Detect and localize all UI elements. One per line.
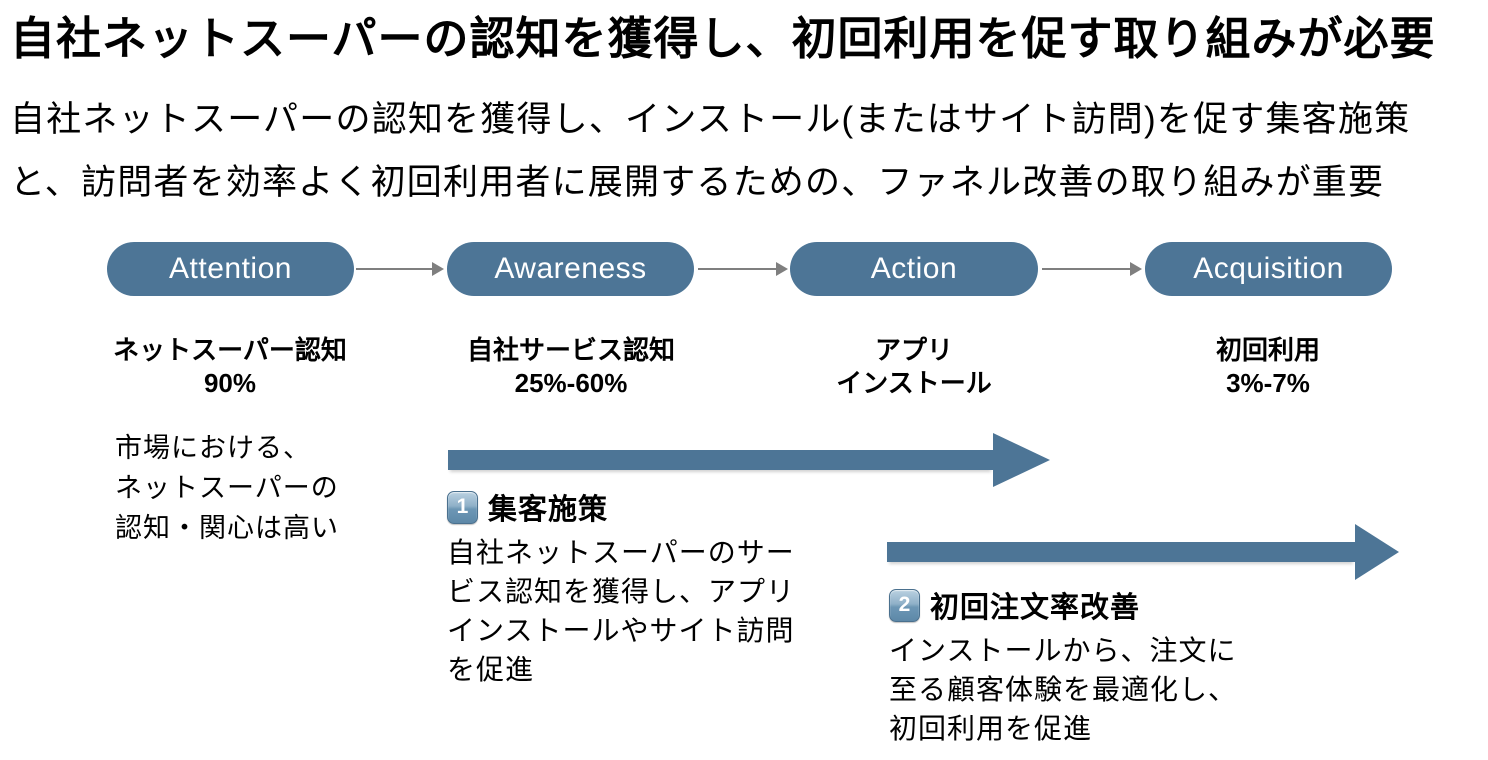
stage-connector-arrow-icon [698, 262, 788, 276]
stat-value: 90% [203, 368, 257, 398]
initiative-1-body: 自社ネットスーパーのサー ビス認知を獲得し、アプリ インストールやサイト訪問 を… [447, 533, 795, 689]
market-note-line: 市場における、 [115, 433, 311, 463]
initiative-2-header: 2 初回注文率改善 [889, 586, 1237, 624]
keycap-1-icon: 1 [447, 490, 478, 524]
stat-label: 初回利用 [1215, 335, 1320, 365]
funnel-stage-attention: Attention [107, 242, 354, 296]
page-title: 自社ネットスーパーの認知を獲得し、初回利用を促す取り組みが必要 [10, 13, 1436, 64]
keycap-2-icon: 2 [889, 588, 920, 622]
stage-stat-action: アプリ インストール [754, 334, 1074, 400]
stage-stat-acquisition: 初回利用 3%-7% [1108, 334, 1428, 400]
funnel-stage-label: Attention [169, 252, 292, 285]
initiative1-arrow-body [448, 450, 993, 470]
initiative2-arrow-head-icon [1355, 524, 1402, 580]
funnel-stage-acquisition: Acquisition [1145, 242, 1392, 296]
slide-subtitle: 自社ネットスーパーの認知を獲得し、インストール(またはサイト訪問)を促す集客施策… [10, 88, 1410, 214]
subtitle-line-1: 自社ネットスーパーの認知を獲得し、インストール(またはサイト訪問)を促す集客施策 [10, 100, 1411, 139]
stat-label: インストール [836, 368, 992, 398]
initiative1-arrow-head-icon [993, 433, 1053, 487]
initiative-1-header: 1 集客施策 [447, 488, 795, 526]
market-note-line: ネットスーパーの [115, 473, 339, 503]
stage-connector-arrow-icon [356, 262, 444, 276]
body-line: を促進 [447, 654, 535, 685]
stat-value: 3%-7% [1226, 368, 1310, 398]
body-line: 自社ネットスーパーのサー [447, 537, 795, 568]
initiative-2-body: インストールから、注文に 至る顧客体験を最適化し、 初回利用を促進 [889, 631, 1237, 748]
stat-label: ネットスーパー認知 [113, 335, 347, 365]
market-note-line: 認知・関心は高い [115, 513, 339, 543]
body-line: インストールから、注文に [889, 635, 1237, 666]
body-line: インストールやサイト訪問 [447, 615, 795, 646]
stage-stat-awareness: 自社サービス認知 25%-60% [411, 334, 731, 400]
subtitle-line-2: と、訪問者を効率よく初回利用者に展開するための、ファネル改善の取り組みが重要 [10, 163, 1385, 202]
body-line: 至る顧客体験を最適化し、 [889, 674, 1238, 705]
stage-stat-attention: ネットスーパー認知 90% [70, 334, 390, 400]
initiative2-arrow-body [887, 542, 1355, 562]
body-line: 初回利用を促進 [889, 713, 1093, 744]
initiative-2-heading: 初回注文率改善 [930, 592, 1141, 624]
stage-connector-arrow-icon [1042, 262, 1142, 276]
funnel-stage-action: Action [790, 242, 1038, 296]
market-note: 市場における、 ネットスーパーの 認知・関心は高い [115, 428, 339, 548]
body-line: ビス認知を獲得し、アプリ [447, 576, 796, 607]
funnel-stage-label: Acquisition [1193, 252, 1344, 285]
funnel-stage-awareness: Awareness [447, 242, 694, 296]
stat-value: 25%-60% [514, 368, 628, 398]
stat-label: アプリ [874, 335, 953, 365]
funnel-stage-label: Awareness [494, 252, 647, 285]
initiative-2: 2 初回注文率改善 インストールから、注文に 至る顧客体験を最適化し、 初回利用… [889, 586, 1237, 748]
funnel-stage-label: Action [870, 252, 958, 285]
initiative-1-heading: 集客施策 [488, 494, 609, 526]
stat-label: 自社サービス認知 [466, 335, 675, 365]
initiative-1: 1 集客施策 自社ネットスーパーのサー ビス認知を獲得し、アプリ インストールや… [447, 488, 795, 689]
